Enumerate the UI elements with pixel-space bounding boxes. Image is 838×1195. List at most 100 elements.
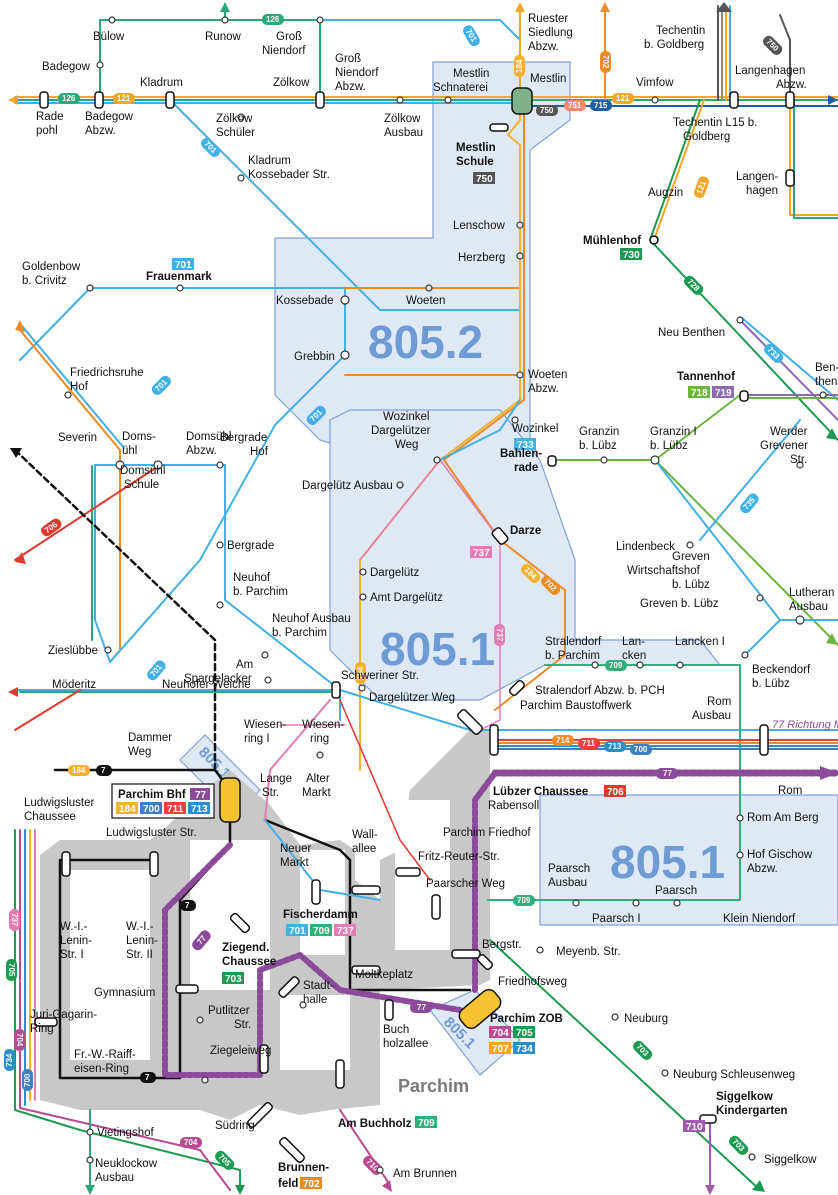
stop-amt-dargeluetz: Amt Dargelütz [370, 592, 443, 604]
stop-ruester: Ruester [528, 13, 568, 25]
parchim-city-area: Parchim [40, 730, 490, 1120]
svg-text:Abzw.: Abzw. [528, 383, 559, 395]
zone-805-2-area [274, 61, 571, 449]
stop-stralendorf-abzw: Stralendorf Abzw. b. PCH [535, 685, 665, 697]
svg-text:77: 77 [195, 790, 207, 801]
stop-paarsch-ausbau: Paarsch [548, 863, 590, 875]
note-77-malchow: 77 Richtung Malchow ZOB [772, 719, 838, 731]
svg-text:Ausbau: Ausbau [384, 127, 423, 139]
stop-gross-niendorf: Groß [276, 31, 302, 43]
stop-badegow: Badegow [42, 61, 91, 73]
stop-ludwigsluster-str: Ludwigsluster Str. [106, 827, 197, 839]
stop-suedring: Südring [215, 1120, 255, 1132]
badge-706: 706 [604, 785, 626, 798]
stop-werder: Werder [770, 426, 808, 438]
svg-text:77: 77 [417, 1003, 426, 1012]
svg-text:Markt: Markt [280, 857, 310, 869]
line-tag-184-north: 184 [514, 55, 525, 77]
stop-runow: Runow [205, 31, 241, 43]
line-tag-184-bhf: 184 [68, 765, 90, 776]
stop-dargeluetz-ausbau: Dargelütz Ausbau [302, 480, 393, 492]
stop-darze: Darze [510, 525, 541, 537]
svg-text:705: 705 [7, 963, 16, 977]
fare-zones: 805.2 805.1 805.1 805.1 805.1 [179, 61, 838, 1076]
svg-text:Markt: Markt [302, 787, 332, 799]
svg-text:121: 121 [616, 94, 630, 103]
line-tag-121-west: 121 [113, 93, 135, 104]
svg-text:ring: ring [310, 733, 329, 745]
line-tag-77-zob: 77 [410, 1002, 432, 1013]
svg-text:b. Goldberg: b. Goldberg [644, 39, 704, 51]
stop-lancken: Lan- [622, 636, 645, 648]
svg-text:704: 704 [15, 1033, 24, 1047]
stop-stadthalle: Stadt- [303, 980, 334, 992]
line-tag-704-south: 704 [180, 1137, 202, 1148]
svg-text:Niendorf: Niendorf [262, 45, 306, 57]
line-number-tags: 126 126 121 121 701 701 702 184 750 751 … [4, 14, 784, 1175]
stop-wil-lenin-1: W.-I.- [60, 921, 88, 933]
stop-vimfow: Vimfow [636, 77, 674, 89]
svg-text:750: 750 [540, 106, 554, 115]
svg-text:703: 703 [225, 974, 242, 985]
svg-text:702: 702 [601, 55, 610, 69]
svg-text:b. Crivitz: b. Crivitz [22, 275, 67, 287]
stop-langenhagen: Langen- [736, 171, 778, 183]
line-tag-701-north: 701 [462, 25, 480, 47]
svg-text:Schule: Schule [124, 479, 159, 491]
hub-parchim-bhf [219, 777, 241, 823]
svg-text:702: 702 [303, 1179, 320, 1190]
line-tag-701-kladrum: 701 [201, 137, 221, 157]
svg-text:Spargelacker: Spargelacker [184, 673, 252, 685]
svg-text:126: 126 [62, 94, 76, 103]
line-tag-709-stralendorf: 709 [605, 660, 627, 671]
badges-fischerdamm: 701 709 737 [286, 924, 356, 937]
stop-friedhofsweg: Friedhofsweg [498, 976, 567, 988]
badge-730: 730 [620, 248, 642, 261]
stop-juri-gagarin-ring: Juri-Gagarin- [30, 1009, 97, 1021]
svg-text:126: 126 [266, 15, 280, 24]
badge-719: 719 [712, 386, 734, 399]
stop-rom-ausbau: Rom [707, 696, 731, 708]
line-tag-713: 713 [604, 741, 626, 752]
stop-am-brunnen: Am Brunnen [393, 1168, 457, 1180]
svg-text:eisen-Ring: eisen-Ring [74, 1063, 129, 1075]
svg-text:Chaussee: Chaussee [24, 811, 76, 823]
line-tag-77-east: 77 [656, 768, 678, 779]
zone-805-1-area-east [539, 794, 838, 926]
svg-text:121: 121 [695, 179, 708, 195]
stop-lange-str: Lange [260, 773, 292, 785]
svg-text:Hof: Hof [70, 381, 89, 393]
svg-text:Ausbau: Ausbau [95, 1172, 134, 1184]
stop-kossebade: Kossebade [276, 295, 334, 307]
stop-brunnenfeld: Brunnen- [278, 1162, 329, 1174]
stop-moltkeplatz: Moltkeplatz [355, 969, 413, 981]
stop-bergrade: Bergrade [227, 540, 274, 552]
line-tag-711: 711 [578, 738, 600, 749]
svg-text:Lenin-: Lenin- [60, 935, 92, 947]
svg-text:7: 7 [145, 1073, 150, 1082]
line-tag-705-west: 705 [6, 959, 17, 981]
svg-text:Schule: Schule [456, 156, 494, 168]
hub-parchim-zob [458, 988, 502, 1030]
line-tag-704-west: 704 [14, 1029, 25, 1051]
direction-arrows [8, 2, 838, 1195]
stop-dammer-weg: Dammer [128, 732, 172, 744]
svg-text:730: 730 [623, 250, 640, 261]
stop-ludwigsluster-chaussee: Ludwigsluster [24, 797, 94, 809]
stop-gross-niendorf-abzw: Groß [335, 53, 361, 65]
svg-text:700: 700 [634, 745, 648, 754]
svg-text:733: 733 [517, 440, 534, 451]
stop-domsuehl-schule: Domsühl [120, 465, 165, 477]
stop-langenhagen-abzw: Langenhagen [735, 65, 805, 77]
line-tag-734: 734 [4, 1049, 15, 1071]
stop-buelow: Bülow [93, 31, 125, 43]
stop-bergrade-hof: Bergrade [220, 432, 267, 444]
svg-text:737: 737 [10, 913, 19, 927]
stop-neuburg-schleusenweg: Neuburg Schleusenweg [673, 1069, 795, 1081]
svg-text:Weg: Weg [395, 439, 418, 451]
stop-meyenb-str: Meyenb. Str. [556, 946, 621, 958]
stop-zoelkow-ausbau: Zölkow [384, 113, 421, 125]
svg-text:feld: feld [278, 1178, 298, 1190]
svg-text:705: 705 [516, 1028, 533, 1039]
stop-siggelkow-kindergarten: Siggelkow [716, 1091, 773, 1103]
